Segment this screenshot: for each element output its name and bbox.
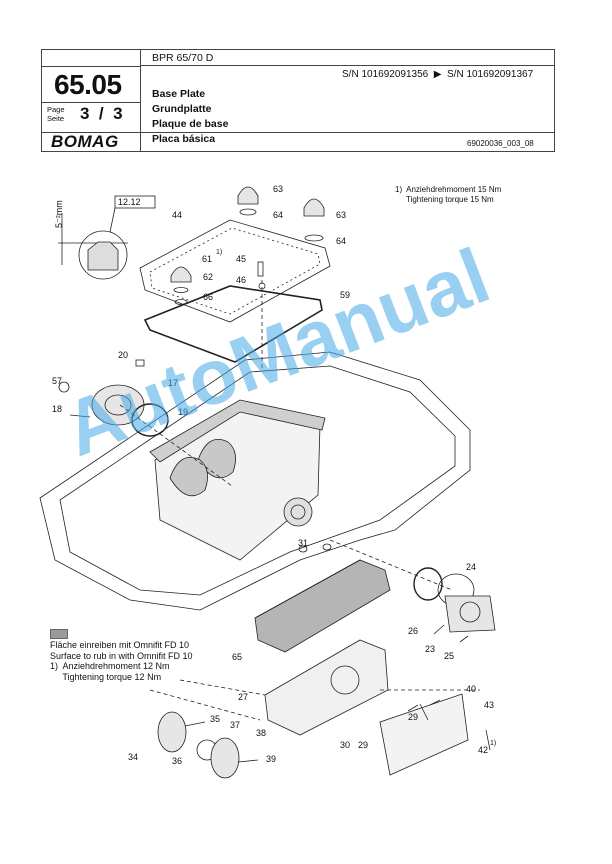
header-block: BPR 65/70 D S/N 101692091356 ▶ S/N 10169… [41,49,555,152]
document-number: 69020036_003_08 [467,139,534,148]
detail-circle [78,230,128,280]
callout: 44 [172,210,182,220]
title-en: Base Plate [152,88,206,100]
callout: 62 [203,272,213,282]
callout: 65 [232,652,242,662]
callout: 63 [336,210,346,220]
callout: 31 [298,538,308,548]
callout: 43 [484,700,494,710]
header-rule [42,66,140,67]
callout: 1) [490,740,496,747]
callout: 27 [238,692,248,702]
torque-note-bottom: 1) Anziehdrehmoment 12 Nm Tightening tor… [50,661,170,682]
callout: 66 [203,292,213,302]
callout: 35 [210,714,220,724]
callout: 19 [178,407,188,417]
callout: 37 [230,720,240,730]
callout: 40 [466,684,476,694]
callout: 57 [52,376,62,386]
callout: 61 [202,254,212,264]
callout: 25 [444,651,454,661]
header-rule [140,65,554,66]
callout: 24 [466,562,476,572]
callout-labels: 63 64 63 64 44 61 1) 62 66 45 46 59 20 5… [52,184,496,766]
callout: 45 [236,254,246,264]
legend-swatch [50,629,68,639]
title-es: Placa básica [152,133,216,145]
brand-logo: BOMAG [51,132,119,151]
callout: 20 [118,350,128,360]
callout: 36 [172,756,182,766]
page-label: Page Seite [47,105,65,123]
callout: 29 [358,740,368,750]
header-rule [42,102,140,103]
title-de: Grundplatte [152,103,212,115]
callout: 64 [336,236,346,246]
callout: 63 [273,184,283,194]
callout: 38 [256,728,266,738]
header-rule [42,132,554,133]
dimension-label: 5⁻²mm [54,200,64,228]
callout: 1) [216,249,222,256]
callout: 42 [478,745,488,755]
detail-ref-box [114,195,156,209]
model-name: BPR 65/70 D [152,52,214,64]
torque-note-top: 1) Anziehdrehmoment 15 Nm Tightening tor… [395,185,502,204]
serial-range: S/N 101692091356 ▶ S/N 101692091367 [342,69,534,80]
callout: 29 [408,712,418,722]
callout: 23 [425,644,435,654]
detail-reference: 12.12 [118,197,141,207]
page-number: 3 / 3 [80,104,123,123]
part-titles: Base Plate Grundplatte Plaque de base Pl… [152,87,228,147]
callout: 46 [236,275,246,285]
callout: 30 [340,740,350,750]
callout: 64 [273,210,283,220]
callout: 34 [128,752,138,762]
legend-de: Fläche einreiben mit Omnifit FD 10 [50,640,190,650]
exploded-parts-drawing: 63 64 63 64 44 61 1) 62 66 45 46 59 20 5… [39,184,496,779]
header-divider [140,50,141,151]
group-number: 65.05 [54,69,122,100]
legend: Fläche einreiben mit Omnifit FD 10 Surfa… [50,640,193,682]
callout: 18 [52,404,62,414]
callout: 59 [340,290,350,300]
callout: 17 [168,378,178,388]
title-fr: Plaque de base [152,118,229,130]
callout: 39 [266,754,276,764]
callout: 26 [408,626,418,636]
legend-en: Surface to rub in with Omnifit FD 10 [50,650,193,661]
